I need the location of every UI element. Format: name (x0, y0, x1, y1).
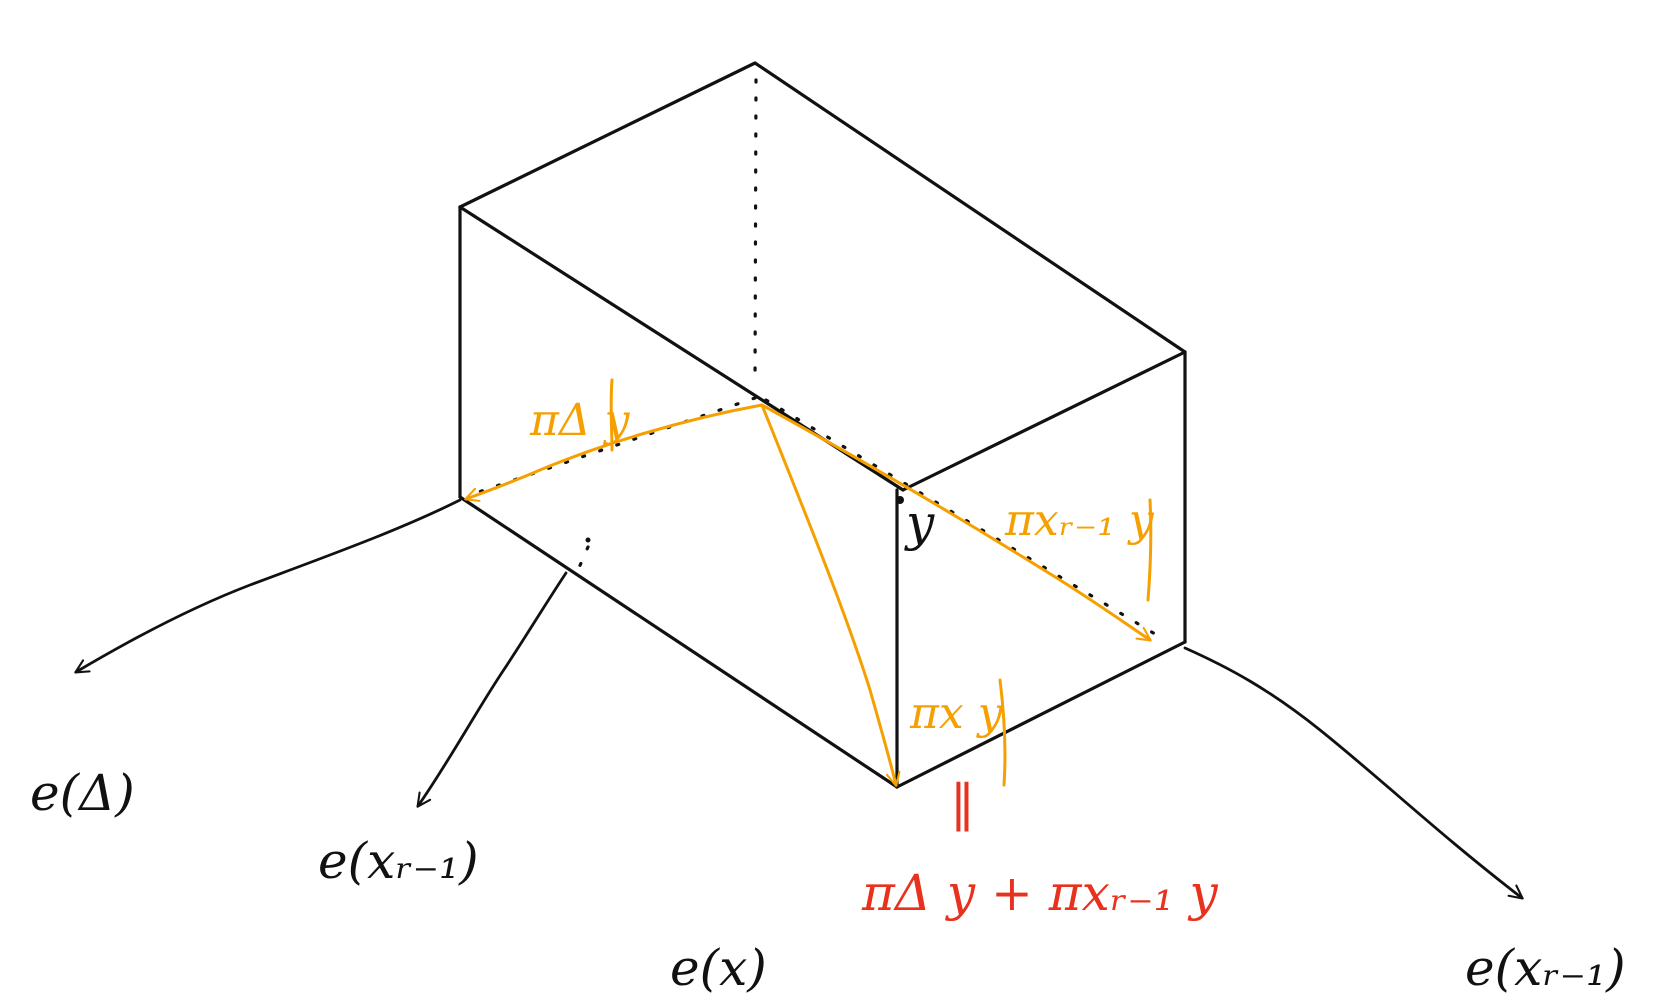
box-top-side-edge (901, 350, 1187, 492)
box-bottom-front-edge (458, 495, 899, 789)
proj-label-right-stroke (1146, 498, 1153, 602)
vector-proj-x (760, 403, 901, 787)
label-proj-x: πx y (909, 688, 1004, 739)
axis-label-left: e(Δ) (30, 764, 135, 822)
projection-vectors (464, 378, 1153, 787)
axis-label-right: e(xᵣ₋₁) (1465, 939, 1626, 997)
axis-label-bottom: e(x) (670, 939, 767, 997)
hidden-right-edge (764, 398, 1167, 642)
axis-labels: e(Δ) e(xᵣ₋₁) e(xᵣ₋₁) e(x) (30, 764, 1626, 997)
hidden-bottom-edge (576, 545, 590, 572)
hidden-bottom-corner (585, 537, 591, 543)
box-hidden-edges (468, 78, 1167, 642)
vector-proj-left (464, 403, 764, 502)
proj-label-x-stroke (998, 678, 1007, 787)
vector-proj-right (760, 403, 1152, 642)
point-y-dot (896, 496, 904, 504)
point-y-label: y (904, 494, 935, 552)
box-top-left-edge (458, 61, 757, 209)
label-proj-left: πΔ y (529, 395, 631, 446)
hidden-vertical-edge (753, 78, 758, 387)
axes (74, 498, 1524, 900)
axis-right (1183, 646, 1524, 900)
box-top-right-edge (753, 61, 1187, 354)
label-equals: ‖ (950, 774, 975, 832)
label-proj-right: πxᵣ₋₁ y (1004, 495, 1155, 546)
point-y: y (896, 494, 935, 552)
box-bottom-side-edge (895, 640, 1187, 789)
label-sum: πΔ y + πxᵣ₋₁ y (861, 864, 1219, 922)
axis-middle (416, 571, 568, 808)
axis-left (74, 498, 462, 674)
proj-label-left-stroke (609, 378, 614, 452)
box (458, 61, 1187, 789)
vector-labels: πΔ y πxᵣ₋₁ y πx y ‖ πΔ y + πxᵣ₋₁ y (529, 395, 1219, 922)
axis-label-middle: e(xᵣ₋₁) (318, 832, 479, 890)
